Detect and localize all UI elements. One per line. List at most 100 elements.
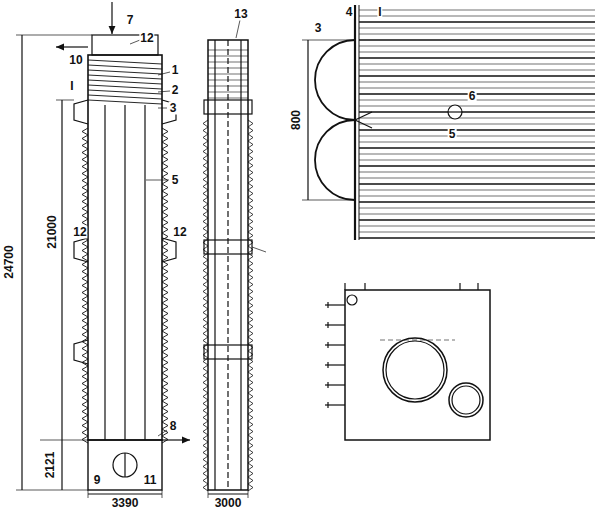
drawing-stroke: [248, 446, 253, 450]
drawing-stroke: [82, 244, 88, 248]
drawing-stroke: [162, 135, 168, 139]
drawing-stroke: [162, 268, 168, 272]
drawing-stroke: [162, 328, 168, 332]
drawing-stroke: [203, 127, 208, 131]
drawing-stroke: [162, 408, 168, 412]
callout-number: 11: [143, 474, 158, 487]
drawing-stroke: [203, 337, 208, 341]
drawing-stroke: [248, 449, 253, 453]
drawing-stroke: [203, 488, 208, 492]
drawing-stroke: [203, 463, 208, 467]
drawing-stroke: [248, 120, 253, 124]
drawing-stroke: [203, 166, 208, 170]
drawing-stroke: [248, 246, 253, 250]
drawing-stroke: [82, 345, 88, 349]
drawing-stroke: [203, 306, 208, 310]
drawing-stroke: [88, 60, 162, 64]
drawing-stroke: [248, 309, 253, 313]
drawing-stroke: [203, 467, 208, 471]
drawing-stroke: [359, 178, 595, 179]
drawing-stroke: [203, 295, 208, 299]
dimension-label: 3000: [214, 497, 243, 510]
drawing-stroke: [82, 198, 88, 202]
drawing-stroke: [203, 449, 208, 453]
drawing-stroke: [82, 436, 88, 440]
drawing-stroke: [203, 397, 208, 401]
drawing-stroke: [82, 128, 88, 132]
drawing-stroke: [359, 136, 595, 137]
drawing-stroke: [248, 404, 253, 408]
drawing-stroke: [203, 390, 208, 394]
drawing-stroke: [203, 141, 208, 145]
drawing-stroke: [162, 191, 168, 195]
drawing-stroke: [162, 230, 168, 234]
drawing-stroke: [82, 328, 88, 332]
drawing-stroke: [162, 209, 168, 213]
drawing-stroke: [359, 111, 595, 112]
drawing-stroke: [359, 232, 595, 233]
drawing-stroke: [203, 197, 208, 201]
drawing-stroke: [248, 400, 253, 404]
drawing-stroke: [248, 127, 253, 131]
drawing-stroke: [203, 271, 208, 275]
drawing-stroke: [162, 366, 168, 370]
drawing-stroke: [203, 323, 208, 327]
drawing-stroke: [162, 310, 168, 314]
drawing-stroke: [162, 300, 168, 304]
drawing-stroke: [203, 194, 208, 198]
drawing-stroke: [203, 204, 208, 208]
callout-number: 3: [314, 22, 323, 35]
drawing-stroke: [248, 411, 253, 415]
drawing-stroke: [248, 180, 253, 184]
drawing-stroke: [248, 435, 253, 439]
drawing-stroke: [248, 131, 253, 135]
drawing-stroke: [82, 177, 88, 181]
drawing-stroke: [248, 481, 253, 485]
drawing-stroke: [203, 477, 208, 481]
drawing-stroke: [203, 232, 208, 236]
dimension-label: 2121: [44, 451, 57, 480]
drawing-stroke: [162, 237, 168, 241]
drawing-stroke: [327, 302, 328, 308]
drawing-stroke: [203, 369, 208, 373]
drawing-stroke: [208, 68, 248, 69]
drawing-stroke: [203, 386, 208, 390]
drawing-stroke: [162, 139, 168, 143]
drawing-stroke: [162, 160, 168, 164]
drawing-stroke: [162, 184, 168, 188]
drawing-stroke: [359, 64, 595, 65]
drawing-stroke: [248, 176, 253, 180]
callout-number: 12: [72, 226, 87, 239]
drawing-stroke: [162, 181, 168, 185]
drawing-stroke: [162, 188, 168, 192]
drawing-stroke: [359, 100, 595, 101]
drawing-stroke: [248, 201, 253, 205]
drawing-stroke: [82, 405, 88, 409]
drawing-stroke: [162, 258, 168, 262]
callout-number: 5: [171, 174, 180, 187]
drawing-stroke: [82, 419, 88, 423]
drawing-stroke: [248, 215, 253, 219]
drawing-stroke: [162, 272, 168, 276]
drawing-stroke: [162, 289, 168, 293]
drawing-stroke: [82, 391, 88, 395]
drawing-stroke: [203, 341, 208, 345]
drawing-stroke: [203, 190, 208, 194]
drawing-stroke: [203, 442, 208, 446]
drawing-stroke: [162, 307, 168, 311]
drawing-stroke: [359, 16, 595, 17]
drawing-stroke: [203, 316, 208, 320]
drawing-stroke: [203, 425, 208, 429]
drawing-stroke: [359, 201, 595, 202]
drawing-stroke: [359, 190, 595, 191]
drawing-stroke: [359, 196, 595, 197]
drawing-stroke: [162, 412, 168, 416]
drawing-stroke: [82, 310, 88, 314]
drawing-stroke: [248, 439, 253, 443]
drawing-stroke: [82, 275, 88, 279]
drawing-stroke: [82, 268, 88, 272]
drawing-stroke: [203, 446, 208, 450]
drawing-stroke: [203, 274, 208, 278]
